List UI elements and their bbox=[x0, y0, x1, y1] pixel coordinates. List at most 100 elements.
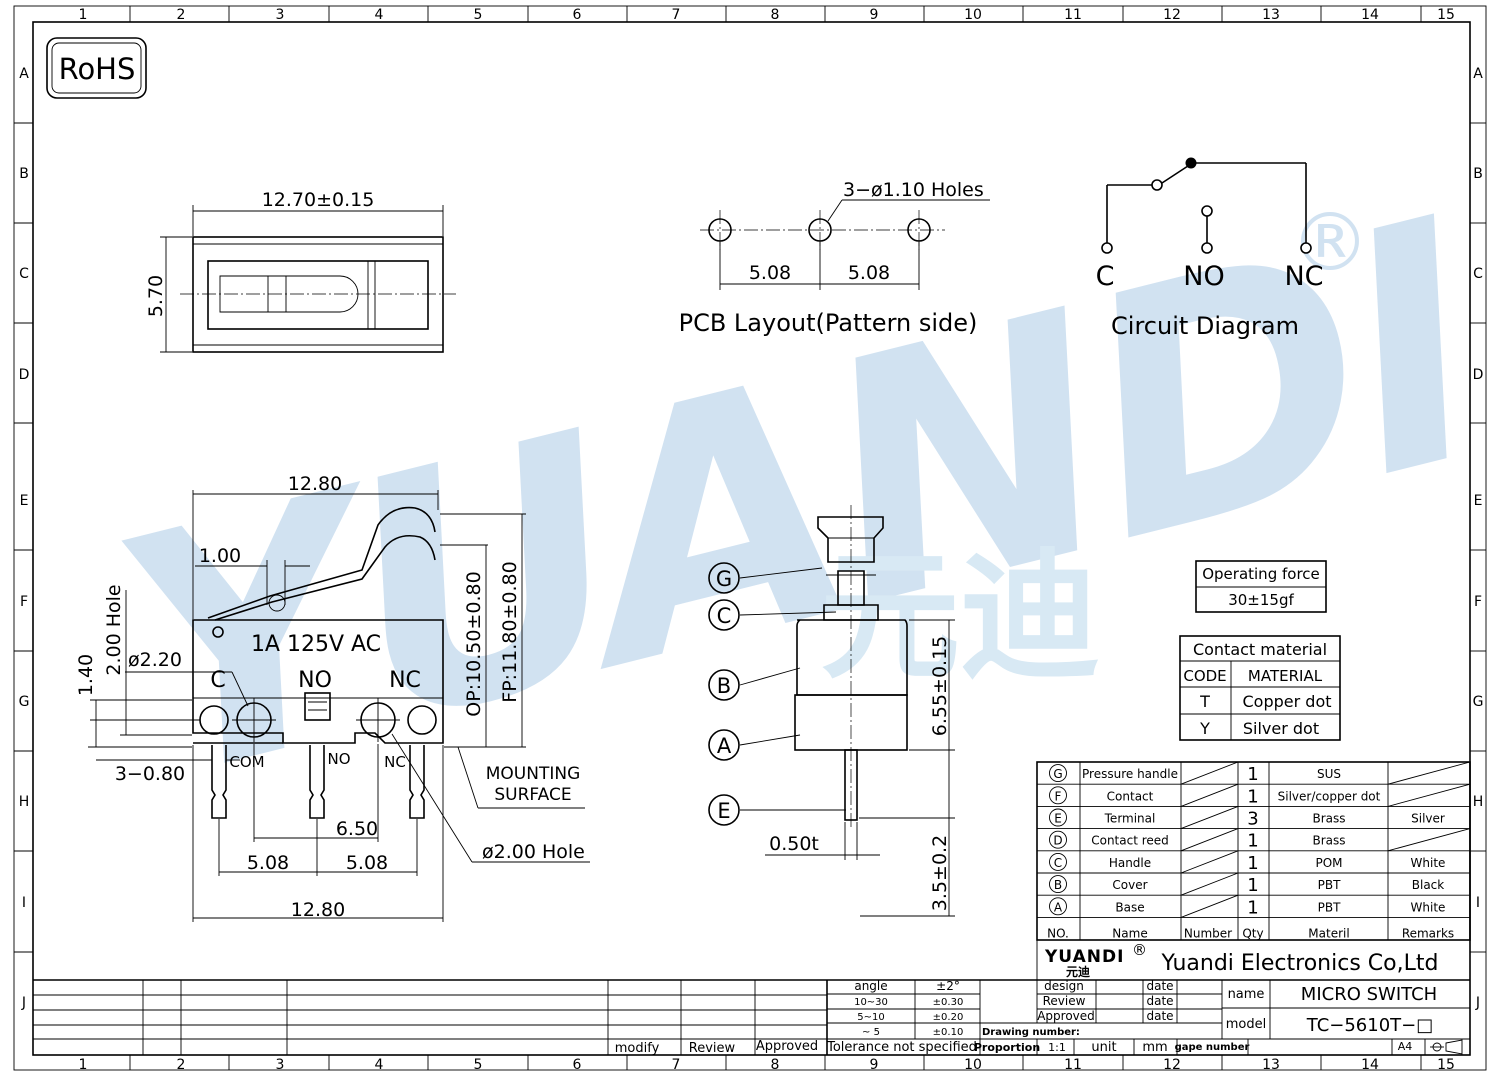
cm-row2-material: Silver dot bbox=[1243, 719, 1319, 738]
border-col-label: 9 bbox=[870, 7, 879, 23]
bom-slash bbox=[1180, 783, 1239, 807]
border-row-label: E bbox=[1474, 493, 1483, 509]
tb-review: Review bbox=[1043, 994, 1086, 1008]
circuit-title: Circuit Diagram bbox=[1111, 312, 1299, 340]
top-view: 12.70±0.15 5.70 bbox=[145, 189, 456, 353]
bom-no: F bbox=[1055, 789, 1062, 803]
border-row-label: G bbox=[19, 694, 30, 710]
tb-date-1: date bbox=[1146, 979, 1173, 993]
border-col-label: 3 bbox=[276, 7, 285, 23]
operating-force-title: Operating force bbox=[1202, 565, 1320, 583]
border-row-label: H bbox=[19, 794, 30, 810]
bom-no: C bbox=[1054, 856, 1062, 870]
tol-r3: ~ 5 bbox=[862, 1027, 880, 1038]
bom-header: NO. bbox=[1047, 926, 1069, 940]
bom-remarks: White bbox=[1411, 900, 1446, 914]
border-row-label: B bbox=[19, 166, 29, 182]
border-row-label: E bbox=[20, 493, 29, 509]
terminal-nc: NC bbox=[389, 668, 421, 693]
terminal-c: C bbox=[210, 668, 225, 693]
tb-date-3: date bbox=[1146, 1009, 1173, 1023]
hole-label: 2.00 Hole bbox=[103, 584, 125, 675]
callout-letter: B bbox=[717, 674, 731, 698]
bom-slash bbox=[1180, 850, 1239, 874]
cm-row2-code: Y bbox=[1199, 719, 1210, 738]
border-col-label: 4 bbox=[375, 1057, 384, 1073]
tol-r3-val: ±0.10 bbox=[933, 1027, 964, 1038]
border-row-label: C bbox=[1473, 266, 1483, 282]
bom-header: Number bbox=[1184, 926, 1232, 940]
bom-material: Silver/copper dot bbox=[1278, 789, 1381, 803]
tb-design: design bbox=[1044, 979, 1084, 993]
terminal-no: NO bbox=[298, 668, 332, 693]
tb-name-label: name bbox=[1228, 987, 1265, 1002]
callout-letter: E bbox=[717, 799, 730, 823]
border-col-label: 13 bbox=[1262, 1057, 1280, 1073]
rohs-text: RoHS bbox=[59, 52, 136, 86]
bom-no-circle bbox=[1049, 852, 1067, 871]
operating-force-table: Operating force 30±15gf bbox=[1195, 560, 1327, 613]
circuit-c: C bbox=[1096, 261, 1115, 292]
pcb-title: PCB Layout(Pattern side) bbox=[679, 309, 978, 337]
tb-name-value: MICRO SWITCH bbox=[1301, 984, 1437, 1005]
hole-pos-dim: 1.40 bbox=[75, 654, 97, 696]
frame bbox=[13, 5, 1487, 1071]
bom-header: Remarks bbox=[1402, 926, 1454, 940]
pcb-holes-note: 3−ø1.10 Holes bbox=[843, 179, 984, 201]
tb-model-value: TC−5610T−□ bbox=[1306, 1015, 1433, 1036]
bom-no-circle bbox=[1049, 830, 1067, 849]
tb-approved: Approved bbox=[1037, 1009, 1095, 1023]
bom-no-circle bbox=[1049, 897, 1067, 916]
callout-circle bbox=[708, 794, 740, 826]
border-col-label: 2 bbox=[177, 7, 186, 23]
border-col-label: 6 bbox=[573, 1057, 582, 1073]
pcb-pitch-right: 5.08 bbox=[848, 262, 890, 284]
tb-proportion: Proportion bbox=[974, 1041, 1040, 1054]
bom-slash bbox=[1180, 872, 1239, 896]
border-col-label: 1 bbox=[79, 1057, 88, 1073]
border-row-label: J bbox=[1475, 995, 1480, 1011]
rating-label: 1A 125V AC bbox=[251, 632, 381, 657]
rev-approved: Approved bbox=[756, 1039, 818, 1054]
spacing-dim: 6.50 bbox=[336, 818, 378, 840]
logo-cn: 元迪 bbox=[1066, 964, 1090, 979]
border-col-label: 11 bbox=[1064, 1057, 1082, 1073]
border-col-label: 9 bbox=[870, 1057, 879, 1073]
lever-offset-dim: 1.00 bbox=[199, 545, 241, 567]
cm-row1-code: T bbox=[1199, 692, 1210, 711]
border-col-label: 15 bbox=[1437, 1057, 1455, 1073]
pitch-right-dim: 5.08 bbox=[346, 852, 388, 874]
bom-name: Handle bbox=[1109, 856, 1151, 870]
callout-circle bbox=[708, 599, 740, 631]
tb-drawing-number: Drawing number: bbox=[982, 1027, 1080, 1038]
bom-material: PBT bbox=[1318, 878, 1341, 892]
bom-remarks: Silver bbox=[1411, 812, 1445, 826]
border-row-label: J bbox=[21, 995, 26, 1011]
callout-letter: C bbox=[717, 604, 732, 628]
bom-qty: 1 bbox=[1247, 875, 1258, 896]
company-name: Yuandi Electronics Co,Ltd bbox=[1161, 951, 1439, 976]
callout-letter: G bbox=[716, 567, 732, 591]
bom-header: Qty bbox=[1242, 926, 1263, 940]
pin-thickness-dim: 0.50t bbox=[769, 833, 819, 855]
tol-r2-val: ±0.20 bbox=[933, 1012, 964, 1023]
hole-note: ø2.00 Hole bbox=[482, 841, 585, 863]
rohs-badge: RoHS bbox=[46, 37, 147, 99]
bom-header: Materil bbox=[1308, 926, 1349, 940]
bom-slash bbox=[1387, 761, 1471, 785]
border-col-label: 15 bbox=[1437, 7, 1455, 23]
border-col-label: 4 bbox=[375, 7, 384, 23]
pin-no: NO bbox=[327, 750, 350, 768]
front-view: 1A 125V AC C NO NC COM NO NC 12.80 1.00 … bbox=[75, 473, 590, 922]
bom-slash bbox=[1180, 828, 1239, 852]
bom-no-circle bbox=[1049, 875, 1067, 894]
bom-header: Name bbox=[1112, 926, 1147, 940]
rev-modify: modify bbox=[615, 1041, 660, 1056]
bom-slash bbox=[1180, 894, 1239, 918]
cm-row1-material: Copper dot bbox=[1243, 692, 1332, 711]
border-col-label: 12 bbox=[1163, 7, 1181, 23]
circuit-nc: NC bbox=[1284, 261, 1323, 292]
callout-circle bbox=[708, 669, 740, 701]
